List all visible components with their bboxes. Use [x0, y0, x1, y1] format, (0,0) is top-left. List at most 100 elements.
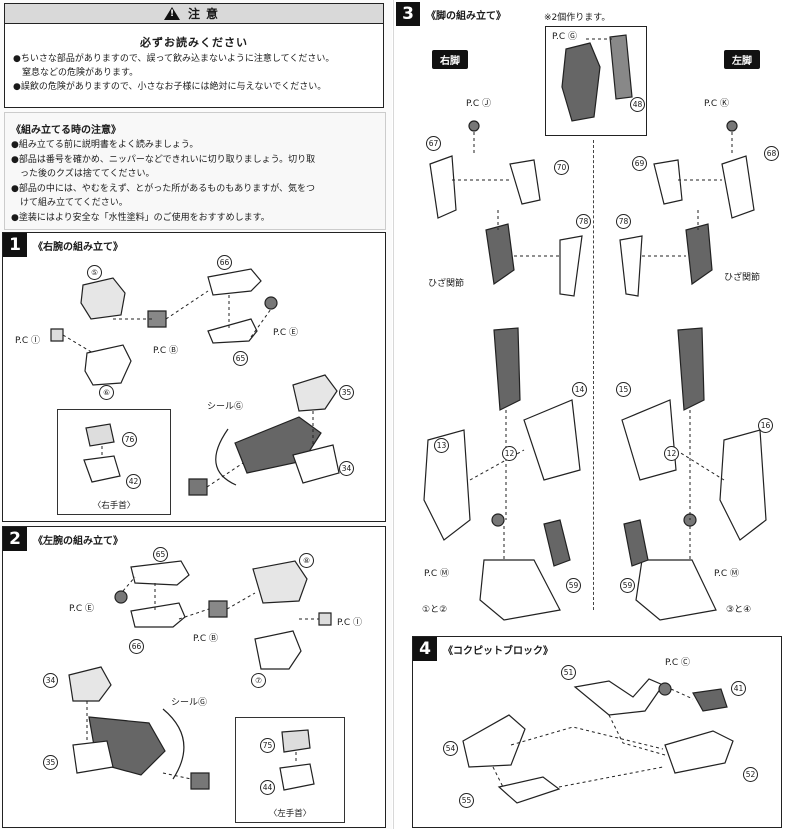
caution-line: ●誤飲の危険がありますので、小さなお子様には絶対に与えないでください。 — [13, 82, 327, 92]
part-number: 59 — [566, 578, 581, 593]
sub-caption: 〈右手首〉 — [92, 501, 136, 511]
assembly-notes: 《組み立てる時の注意》 ●組み立てる前に説明書をよく読みましょう。 ●部品は番号… — [4, 112, 386, 230]
note-line: けて組み立ててください。 — [11, 198, 128, 208]
part-number: 54 — [443, 741, 458, 756]
part-number: 76 — [122, 432, 137, 447]
pc-k-label: P.C Ⓚ — [704, 99, 730, 109]
part-number: 78 — [616, 214, 631, 229]
step-4-cockpit-block: 4 《コクピットブロック》 51 P.C Ⓒ 41 54 52 55 — [412, 636, 782, 828]
step-number: 3 — [396, 2, 420, 26]
part-number: 66 — [217, 255, 232, 270]
knee-joint-label: ひざ関節 — [428, 279, 465, 289]
pc-e-label: P.C Ⓔ — [69, 604, 95, 614]
left-arm-diagram — [68, 560, 332, 790]
part-number: 48 — [630, 97, 645, 112]
note-line: ●組み立てる前に説明書をよく読みましょう。 — [11, 140, 199, 150]
caution-line: 窒息などの危険があります。 — [13, 68, 139, 78]
part-number: 16 — [758, 418, 773, 433]
pc-c-label: P.C Ⓒ — [665, 658, 691, 668]
part-number: 15 — [616, 382, 631, 397]
part-number: 34 — [339, 461, 354, 476]
pc-g-diagram — [561, 34, 633, 122]
right-leg-tag: 右脚 — [432, 50, 468, 69]
parts-pair-label: ③と④ — [726, 605, 752, 615]
part-number: 41 — [731, 681, 746, 696]
pc-g-label: P.C Ⓖ — [552, 32, 578, 42]
caution-lines: ●ちいさな部品がありますので、誤って飲み込まないように注意してください。 窒息な… — [5, 50, 383, 94]
step-number: 2 — [3, 527, 27, 551]
part-number: 55 — [459, 793, 474, 808]
note-line: った後のクズは捨ててください。 — [11, 169, 155, 179]
seal-g-label: シールⒼ — [171, 698, 208, 708]
pc-m-label: P.C Ⓜ — [424, 569, 450, 579]
part-number: 52 — [743, 767, 758, 782]
note-line: ●塗装にはより安全な「水性塗料」のご使用をおすすめします。 — [11, 212, 270, 223]
part-number: 65 — [233, 351, 248, 366]
part-number: 35 — [43, 755, 58, 770]
part-number: 75 — [260, 738, 275, 753]
part-number: 68 — [764, 146, 779, 161]
sub-caption: 〈左手首〉 — [268, 809, 312, 819]
pc-e-label: P.C Ⓔ — [273, 328, 299, 338]
parts-pair-label: ①と② — [422, 605, 448, 615]
knee-joint-label: ひざ関節 — [724, 273, 761, 283]
left-leg-tag: 左脚 — [724, 50, 760, 69]
part-number: 66 — [129, 639, 144, 654]
warning-triangle-icon — [163, 7, 180, 20]
part-number: 78 — [576, 214, 591, 229]
part-number: 51 — [561, 665, 576, 680]
note-line: ●部品は番号を確かめ、ニッパーなどできれいに切り取りましょう。切り取 — [11, 154, 316, 165]
part-number: 65 — [153, 547, 168, 562]
caution-line: ●ちいさな部品がありますので、誤って飲み込まないように注意してください。 — [13, 54, 335, 64]
part-number: 69 — [632, 156, 647, 171]
step-title: 《コクピットブロック》 — [443, 646, 553, 657]
notes-lines: ●組み立てる前に説明書をよく読みましょう。 ●部品は番号を確かめ、ニッパーなどで… — [5, 136, 385, 225]
step-title: 《左腕の組み立て》 — [33, 536, 123, 547]
pc-j-label: P.C Ⓙ — [466, 99, 492, 109]
pc-b-label: P.C Ⓑ — [193, 634, 219, 644]
pc-b-label: P.C Ⓑ — [153, 346, 179, 356]
pc-m-label: P.C Ⓜ — [714, 569, 740, 579]
caution-box: 注意 必ずお読みください ●ちいさな部品がありますので、誤って飲み込まないように… — [4, 3, 384, 108]
step-2-left-arm: 2 《左腕の組み立て》 — [2, 526, 386, 828]
right-arm-diagram — [50, 268, 340, 496]
right-wrist-box: 76 42 〈右手首〉 — [57, 409, 171, 515]
caution-heading: 注意 — [187, 7, 224, 21]
legs-diagram — [423, 120, 767, 621]
part-number: ⑦ — [251, 673, 266, 688]
left-wrist-box: 75 44 〈左手首〉 — [235, 717, 345, 823]
right-wrist-diagram — [83, 423, 121, 483]
part-number: 67 — [426, 136, 441, 151]
left-page: 注意 必ずお読みください ●ちいさな部品がありますので、誤って飲み込まないように… — [0, 0, 392, 829]
part-number: 42 — [126, 474, 141, 489]
notes-title: 《組み立てる時の注意》 — [11, 125, 121, 136]
part-number: 13 — [434, 438, 449, 453]
right-page: 3 《脚の組み立て》 ※2個作ります。 P.C Ⓖ 48 右脚 左脚 — [393, 0, 785, 829]
pc-i-label: P.C Ⓘ — [15, 336, 41, 346]
step-number: 1 — [3, 233, 27, 257]
note-line: ●部品の中には、やむをえず、とがった所があるものもありますが、気をつ — [11, 183, 316, 194]
step-number: 4 — [413, 637, 437, 661]
step-title: 《脚の組み立て》 — [426, 11, 506, 22]
part-number: 59 — [620, 578, 635, 593]
part-number: 14 — [572, 382, 587, 397]
left-wrist-diagram — [279, 729, 315, 791]
pc-g-detail-box: P.C Ⓖ 48 — [545, 26, 647, 136]
part-number: 44 — [260, 780, 275, 795]
seal-g-label: シールⒼ — [207, 402, 244, 412]
make-two-note: ※2個作ります。 — [544, 13, 611, 23]
part-number: 35 — [339, 385, 354, 400]
part-number: 12 — [502, 446, 517, 461]
part-number: 12 — [664, 446, 679, 461]
part-number: 70 — [554, 160, 569, 175]
leg-divider — [593, 140, 594, 610]
caution-header: 注意 — [5, 4, 383, 24]
part-number: ⑥ — [99, 385, 114, 400]
cockpit-diagram — [462, 678, 734, 804]
step-title: 《右腕の組み立て》 — [33, 242, 123, 253]
pc-i-label: P.C Ⓘ — [337, 618, 363, 628]
part-number: ⑤ — [87, 265, 102, 280]
part-number: 34 — [43, 673, 58, 688]
step-1-right-arm: 1 《右腕の組み立て》 — [2, 232, 386, 522]
must-read-text: 必ずお読みください — [140, 36, 248, 49]
